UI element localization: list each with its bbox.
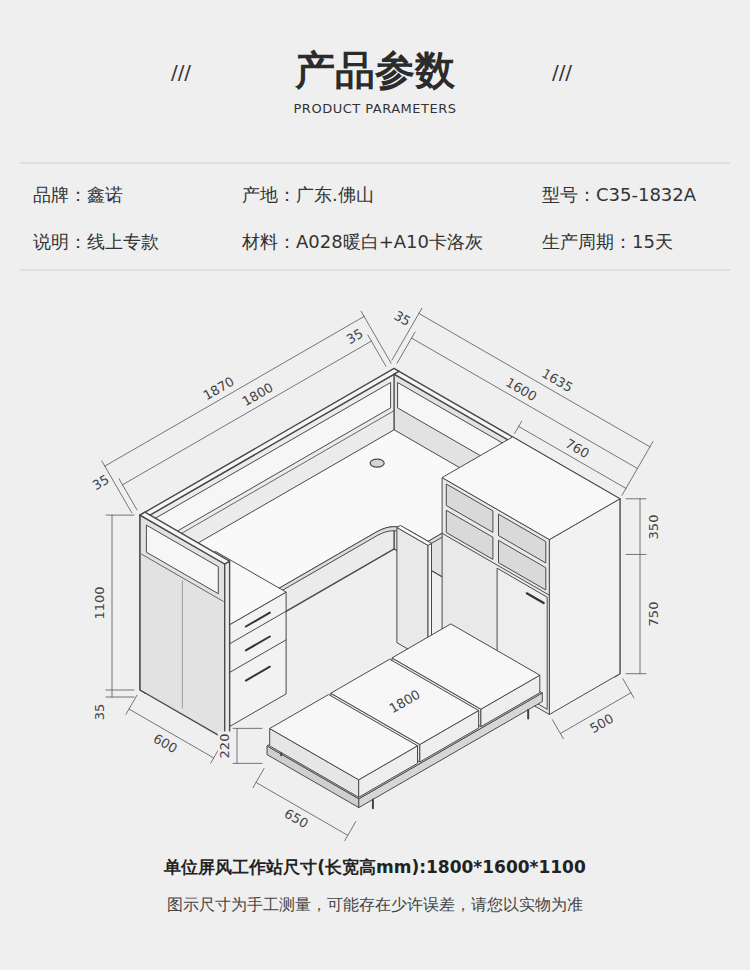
dimension-line <box>519 426 626 488</box>
door-handle <box>527 593 544 603</box>
extension-line <box>126 695 137 714</box>
caption: 单位屏风工作站尺寸(长宽高mm):1800*1600*1100 <box>164 858 586 878</box>
extension-line <box>106 515 134 516</box>
drawer-line <box>230 611 286 644</box>
dimension-label: 35 <box>88 472 113 495</box>
spec-cell: 品牌：鑫诺 <box>33 185 123 206</box>
spec-cell: 生产周期：15天 <box>542 232 673 253</box>
open-shelf <box>499 514 546 563</box>
extension-line <box>626 498 646 499</box>
drawer-line <box>230 640 286 673</box>
support-panel-top <box>397 525 432 545</box>
dimension-label: 1800 <box>238 380 277 411</box>
extension-line <box>119 479 137 510</box>
dimension-label: 35 <box>390 307 415 330</box>
extension-line <box>253 769 264 788</box>
extension-line <box>233 728 262 729</box>
left-screen-front <box>225 561 230 739</box>
footnote: 图示尺寸为手工测量，可能存在少许误差，请您以实物为准 <box>167 896 583 914</box>
extension-line <box>397 332 415 363</box>
dimension-label: 750 <box>647 600 661 629</box>
header-decoration: /// <box>552 61 572 84</box>
dimension-lines <box>102 308 653 840</box>
dimension-line <box>256 782 348 835</box>
extension-line <box>552 720 563 739</box>
dimension-line <box>105 316 364 466</box>
dimension-label: 350 <box>647 512 661 541</box>
rule-line <box>20 270 730 271</box>
spec-cell: 型号：C35-1832A <box>542 185 696 206</box>
left-screen-side <box>140 515 225 739</box>
dimension-label: 35 <box>343 325 368 348</box>
dimension-label: 600 <box>149 730 181 757</box>
dimension-line <box>419 313 650 446</box>
subtitle: PRODUCT PARAMETERS <box>294 102 457 117</box>
dimension-line <box>123 341 372 485</box>
workstation-drawing <box>140 368 620 808</box>
dimension-label: 1870 <box>199 373 238 404</box>
spec-cell: 说明：线上专款 <box>33 232 159 253</box>
dimension-label: 1635 <box>537 366 576 397</box>
extension-line <box>106 690 134 691</box>
spec-cell: 材料：A028暖白+A10卡洛灰 <box>242 232 483 253</box>
dimension-label: 220 <box>218 731 232 760</box>
drawer-handle <box>246 667 270 681</box>
extension-line <box>623 679 634 698</box>
dimension-label: 1800 <box>385 686 424 717</box>
extension-line <box>626 554 646 555</box>
dimension-label: 500 <box>586 710 618 737</box>
drawer-handle <box>246 637 270 651</box>
extension-line <box>622 442 653 496</box>
open-shelf <box>446 484 493 532</box>
extension-line <box>345 822 356 841</box>
bed-leg <box>527 710 529 719</box>
dimension-label: 760 <box>561 435 593 462</box>
dimension-label: 1100 <box>93 584 107 621</box>
dimension-line <box>112 515 113 697</box>
dimension-line <box>237 728 238 763</box>
rule-line <box>20 163 730 164</box>
title: 产品参数 <box>295 47 455 93</box>
extension-line <box>233 763 262 764</box>
dimension-line <box>412 338 638 468</box>
dimension-line <box>640 499 641 674</box>
cable-grommet <box>370 459 384 467</box>
header-decoration: /// <box>171 61 191 84</box>
extension-line <box>368 335 386 366</box>
extension-line <box>515 421 522 433</box>
dimension-label: 35 <box>93 702 107 723</box>
bed-leg <box>372 799 374 808</box>
extension-line <box>106 697 134 698</box>
drawer-handle <box>246 613 270 627</box>
dimension-label: 1600 <box>501 374 540 405</box>
dimension-label: 650 <box>280 806 312 833</box>
extension-line <box>626 673 646 674</box>
dimension-line <box>129 709 214 758</box>
screen-frame-line <box>182 581 183 708</box>
spec-cell: 产地：广东.佛山 <box>242 185 374 206</box>
